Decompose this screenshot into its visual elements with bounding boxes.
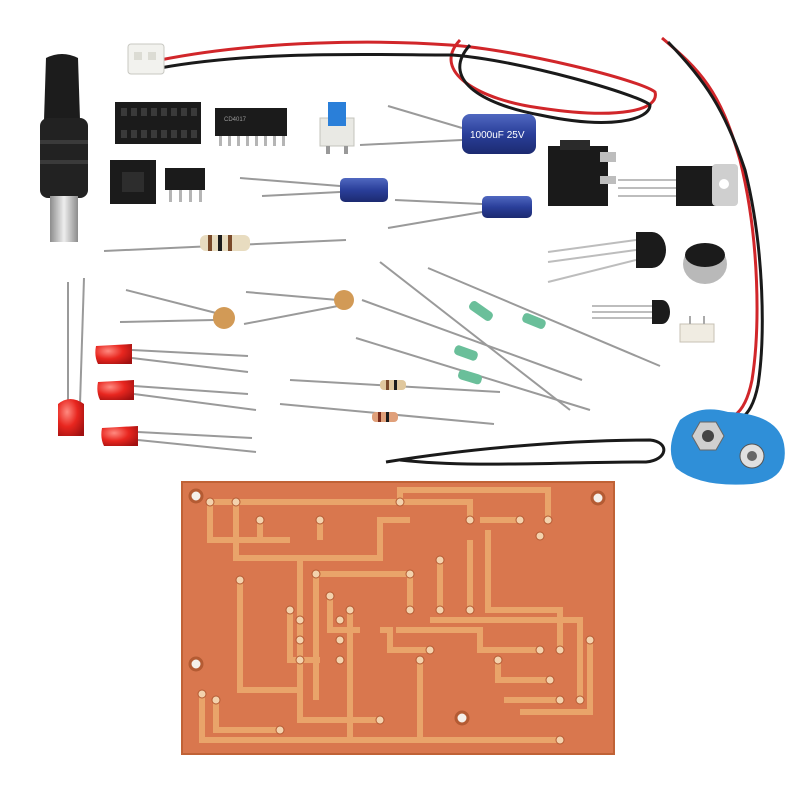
dc-jack-socket: [548, 140, 616, 206]
electret-microphone: [683, 243, 727, 284]
transistor-large: [547, 232, 666, 283]
push-button-switch: [319, 102, 355, 154]
resistor-green-3: [361, 299, 583, 381]
electrolytic-capacitor-small: [387, 196, 532, 229]
resistor-green-1: [379, 261, 571, 411]
dc-barrel-plug: [40, 54, 88, 242]
electrolytic-capacitor-medium: [239, 177, 388, 202]
resistor-green-2: [427, 267, 661, 367]
battery-snap-connector: [670, 409, 785, 485]
resistor-large: [103, 235, 347, 252]
led-horizontal-3: [101, 426, 257, 453]
voltage-regulator: [618, 164, 738, 206]
ic-chip-8pin: [165, 168, 205, 202]
electrolytic-capacitor-large: 1000uF 25V: [359, 105, 536, 154]
ic-chip-label: CD4017: [224, 117, 247, 123]
black-wire-loop: [385, 438, 666, 466]
ic-chip-16pin: CD4017: [215, 108, 287, 146]
resistor-beige-1: [289, 379, 501, 393]
battery-snap-wire: [661, 36, 764, 420]
pcb-mounting-holes: [188, 488, 606, 726]
pcb-pads: [197, 497, 595, 745]
transistor-small: [592, 300, 670, 324]
pin-header-2pin: [679, 316, 715, 343]
resistor-green-4: [355, 337, 591, 411]
ic-socket-16pin: [115, 102, 201, 144]
ceramic-capacitor-1: [119, 289, 235, 329]
ceramic-capacitor-2: [243, 290, 354, 325]
resistor-beige-2: [279, 403, 495, 425]
led-horizontal-1: [95, 344, 249, 373]
pcb-board: [181, 481, 615, 755]
capacitor-label: 1000uF 25V: [470, 130, 525, 141]
jst-wire-connector: [127, 38, 657, 124]
led-upright: [58, 277, 85, 436]
led-horizontal-2: [97, 380, 257, 411]
ic-socket-8pin: [110, 160, 156, 204]
